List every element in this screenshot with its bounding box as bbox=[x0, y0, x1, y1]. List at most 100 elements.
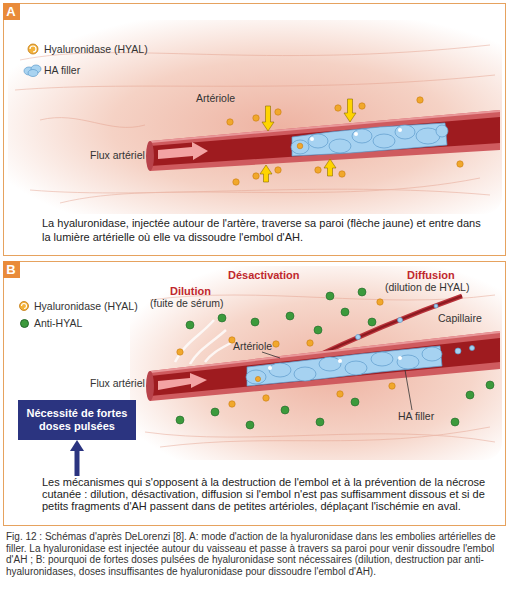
ha-filler-embolus bbox=[319, 357, 341, 371]
ha-filler-embolus bbox=[292, 123, 447, 156]
ha-filler-embolus bbox=[398, 318, 403, 323]
legend-text: HA filler bbox=[44, 64, 80, 76]
ha-filler-embolus bbox=[291, 123, 448, 156]
arteriole-vessel bbox=[146, 110, 500, 171]
hyaluronidase-particle bbox=[253, 173, 259, 179]
ha-filler-embolus bbox=[329, 139, 351, 153]
hyaluronidase-particle bbox=[273, 341, 279, 347]
ha-filler-embolus bbox=[269, 363, 291, 377]
anti-hyal-particle bbox=[486, 381, 494, 389]
hyaluronidase-particle bbox=[275, 109, 281, 115]
ha-filler-embolus bbox=[470, 346, 475, 351]
ha-filler-embolus bbox=[291, 140, 309, 154]
ha-filler-embolus bbox=[371, 352, 393, 366]
ha-filler-embolus bbox=[356, 335, 361, 340]
legend-icon bbox=[30, 46, 36, 52]
legend-icon bbox=[20, 302, 29, 311]
yellow-arrow bbox=[260, 99, 356, 182]
label: Artériole bbox=[233, 340, 272, 352]
ha-filler-embolus bbox=[422, 347, 442, 361]
arteriole-vessel bbox=[146, 331, 500, 401]
anti-hyal-particle bbox=[466, 391, 474, 399]
arteriole-vessel bbox=[158, 142, 208, 160]
ha-filler-embolus bbox=[268, 366, 272, 370]
anti-hyal-particle bbox=[176, 288, 494, 429]
hyaluronidase-particle bbox=[389, 383, 395, 389]
emphasis-box: Nécessité de fortes doses pulsées bbox=[18, 400, 136, 440]
label: Diffusion bbox=[407, 269, 455, 281]
anti-hyal-particle bbox=[316, 418, 324, 426]
ha-filler-embolus bbox=[395, 125, 415, 139]
label: (fuite de sérum) bbox=[150, 297, 224, 309]
hyaluronidase-particle bbox=[227, 97, 463, 185]
ha-filler-embolus bbox=[397, 355, 419, 369]
arrow-head bbox=[70, 440, 84, 451]
arteriole-vessel bbox=[150, 117, 500, 166]
leader-line bbox=[405, 370, 412, 410]
label: Capillaire bbox=[438, 312, 482, 324]
tissue-background bbox=[130, 266, 502, 460]
tissue-background bbox=[60, 178, 480, 203]
label: Dilution bbox=[170, 285, 211, 297]
panel-letter: A bbox=[3, 3, 20, 20]
ha-filler-embolus bbox=[338, 359, 342, 363]
caption-text: La hyaluronidase, injectée autour de l'a… bbox=[42, 216, 490, 244]
tissue-background bbox=[8, 20, 502, 214]
hyaluronidase-particle bbox=[377, 299, 383, 305]
ha-filler-embolus bbox=[436, 125, 448, 137]
anti-hyal-particle bbox=[314, 326, 322, 334]
ha-filler-embolus bbox=[246, 370, 266, 384]
caption-text: Les mécanismes qui s'opposent à la destr… bbox=[42, 476, 490, 512]
ha-filler-embolus bbox=[434, 304, 438, 308]
hyaluronidase-particle bbox=[255, 376, 260, 381]
legend-swatch bbox=[20, 319, 29, 328]
ha-filler-embolus bbox=[354, 132, 358, 136]
arteriole-vessel bbox=[150, 331, 500, 401]
hyaluronidase-particle bbox=[307, 340, 313, 346]
anti-hyal-particle bbox=[281, 406, 289, 414]
legend-icon bbox=[20, 44, 42, 311]
hyaluronidase-particle bbox=[417, 97, 423, 103]
label: Flux artériel bbox=[90, 377, 145, 389]
ha-filler-embolus bbox=[455, 348, 461, 354]
caption-box: Les mécanismes qui s'opposent à la destr… bbox=[42, 476, 490, 524]
leader-line bbox=[262, 352, 280, 358]
anti-hyal-particle bbox=[286, 312, 294, 320]
hyaluronidase-particle bbox=[457, 161, 463, 167]
hyaluronidase-particle bbox=[297, 143, 303, 149]
ha-filler-embolus bbox=[398, 356, 402, 360]
ha-filler-embolus bbox=[398, 128, 402, 132]
ha-filler-embolus bbox=[352, 129, 372, 143]
label: Artériole bbox=[196, 92, 235, 104]
anti-hyal-particle bbox=[358, 288, 366, 296]
arteriole-vessel bbox=[146, 141, 154, 171]
yellow-arrow bbox=[344, 99, 356, 122]
anti-hyal-particle bbox=[246, 421, 254, 429]
caption-box: La hyaluronidase, injectée autour de l'a… bbox=[42, 216, 490, 250]
anti-hyal-particle bbox=[218, 314, 226, 322]
hyaluronidase-particle bbox=[229, 401, 235, 407]
tissue-background bbox=[8, 20, 502, 214]
label: Désactivation bbox=[228, 269, 300, 281]
arteriole-vessel bbox=[150, 338, 500, 396]
anti-hyal-particle bbox=[341, 308, 349, 316]
hyaluronidase-particle bbox=[315, 167, 321, 173]
connector-line bbox=[75, 450, 80, 476]
hyaluronidase-particle bbox=[337, 391, 343, 397]
hyaluronidase-particle bbox=[177, 299, 395, 407]
ha-filler-embolus bbox=[310, 137, 314, 141]
anti-hyal-particle bbox=[176, 416, 184, 424]
leader-line bbox=[262, 352, 412, 410]
ha-filler-embolus bbox=[373, 134, 395, 148]
tissue-background bbox=[160, 427, 490, 447]
anti-hyal-particle bbox=[186, 321, 194, 329]
legend-icon bbox=[22, 304, 27, 309]
hyaluronidase-particle bbox=[177, 349, 183, 355]
ha-filler-embolus bbox=[294, 367, 316, 381]
tissue-background bbox=[40, 118, 145, 128]
panel-frame: A La hyaluronidase, injectée autour de l'… bbox=[3, 3, 506, 256]
ha-filler-embolus bbox=[345, 361, 367, 375]
hyaluronidase-particle bbox=[263, 395, 269, 401]
legend-text: Hyaluronidase (HYAL) bbox=[44, 43, 148, 55]
